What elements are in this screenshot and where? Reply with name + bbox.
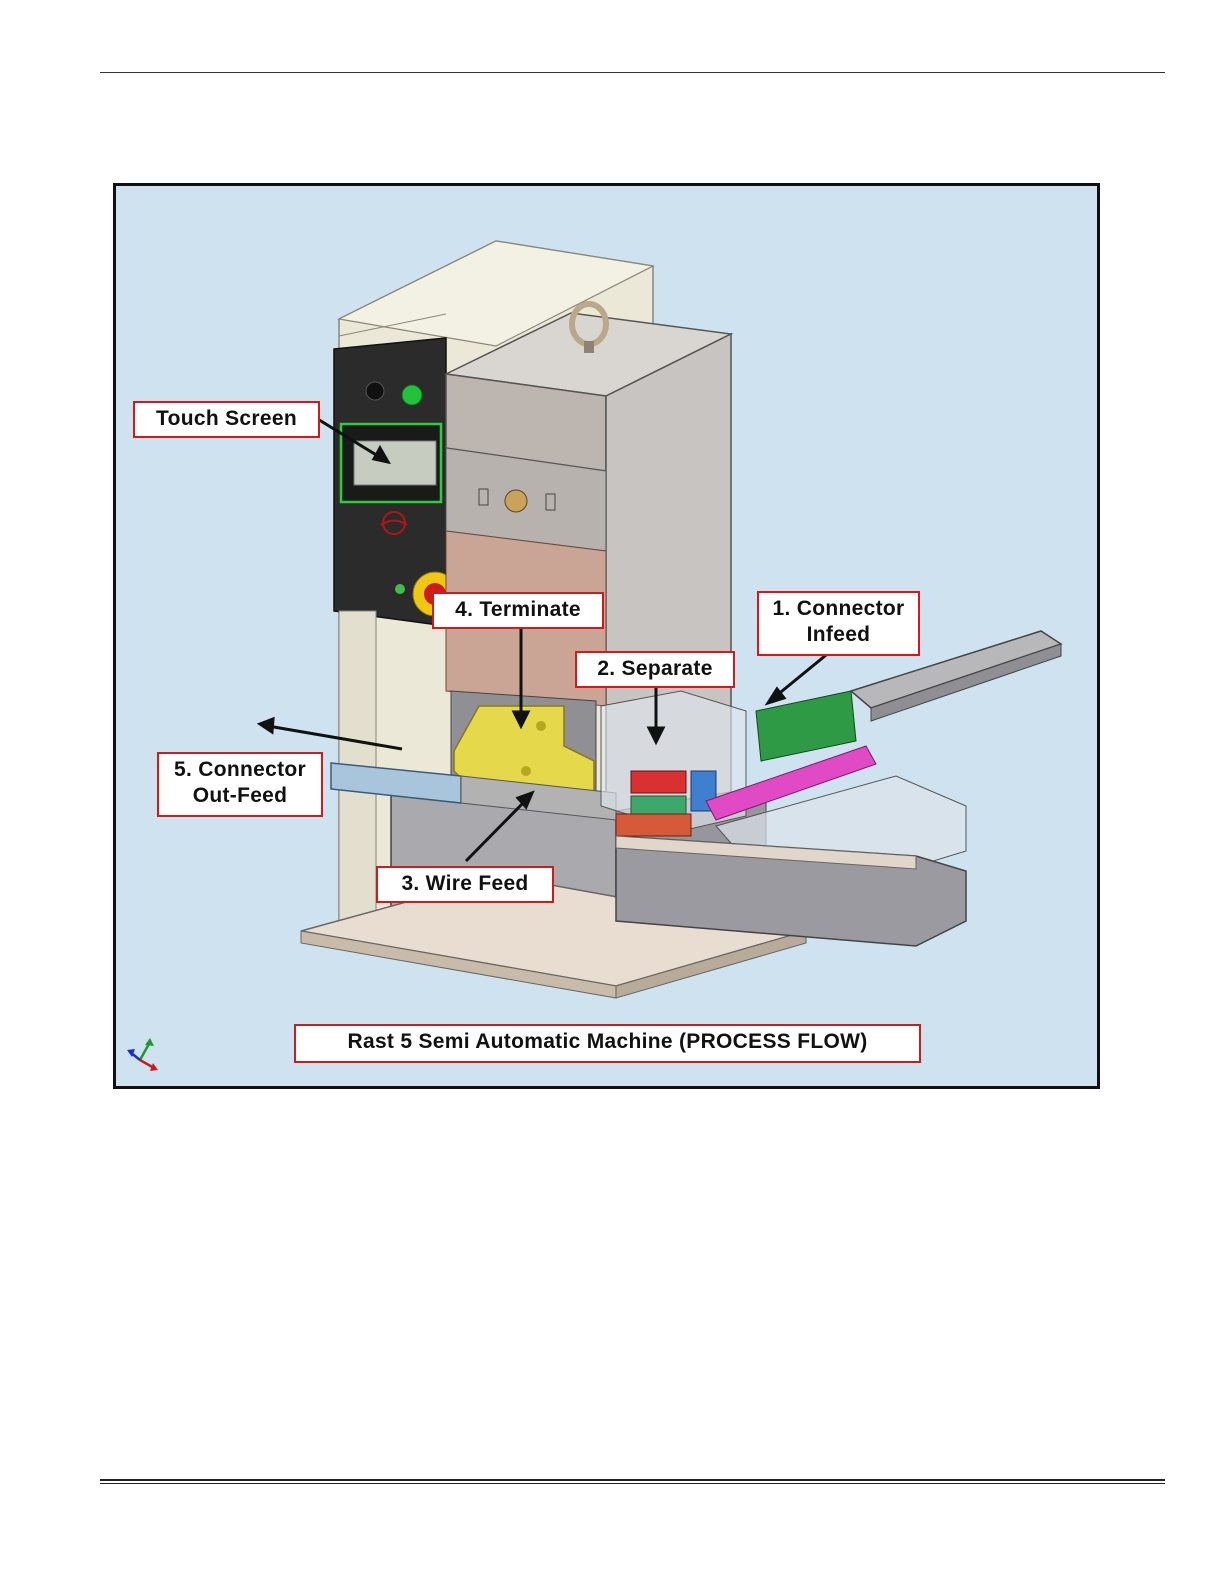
footer-rule-thin: [100, 1483, 1165, 1484]
callout-separate-label: 2. Separate: [597, 657, 712, 680]
machine-illustration: [116, 186, 1097, 1086]
callout-wire-feed-label: 3. Wire Feed: [401, 872, 528, 895]
figure-caption: Rast 5 Semi Automatic Machine (PROCESS F…: [294, 1024, 921, 1063]
figure-caption-text: Rast 5 Semi Automatic Machine (PROCESS F…: [348, 1030, 868, 1053]
callout-terminate-label: 4. Terminate: [455, 598, 581, 621]
callout-connector-outfeed-line2: Out-Feed: [167, 783, 313, 809]
header-rule: [100, 72, 1165, 73]
callout-connector-outfeed-line1: 5. Connector: [167, 757, 313, 783]
callout-separate: 2. Separate: [575, 651, 735, 688]
machine-figure: Touch Screen 4. Terminate 1. Connector I…: [113, 183, 1100, 1089]
callout-connector-infeed-line2: Infeed: [767, 622, 910, 648]
callout-touch-screen: Touch Screen: [133, 401, 320, 438]
callout-wire-feed: 3. Wire Feed: [376, 866, 554, 903]
callout-connector-outfeed: 5. Connector Out-Feed: [157, 752, 323, 817]
callout-connector-infeed-line1: 1. Connector: [767, 596, 910, 622]
callout-touch-screen-label: Touch Screen: [156, 407, 297, 430]
callout-terminate: 4. Terminate: [432, 592, 604, 629]
footer-rule: [100, 1479, 1165, 1481]
axis-triad-icon: [124, 1032, 168, 1076]
callout-connector-infeed: 1. Connector Infeed: [757, 591, 920, 656]
